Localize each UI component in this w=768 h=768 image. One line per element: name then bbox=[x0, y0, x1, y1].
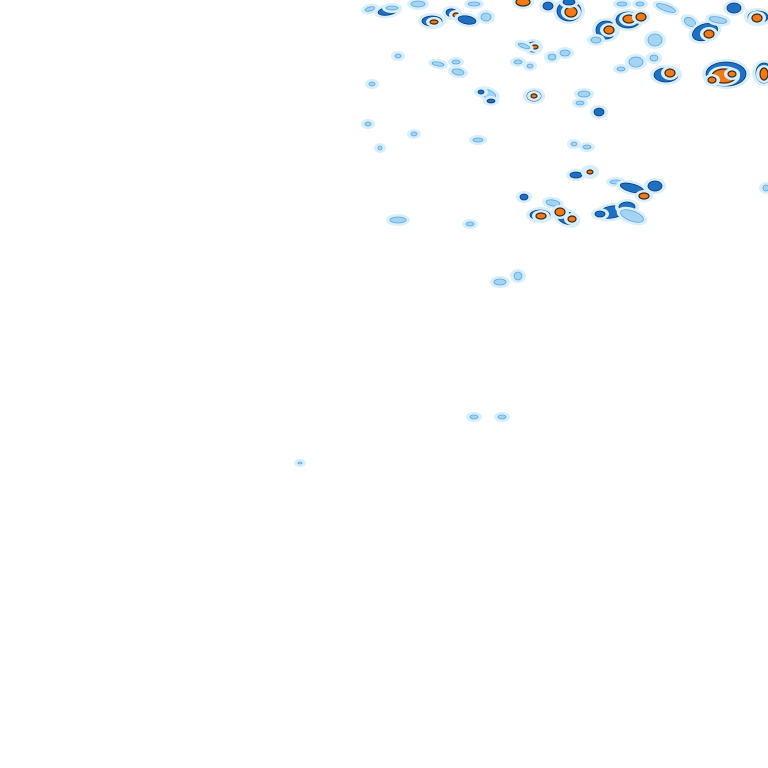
light-echo-cell bbox=[547, 53, 557, 61]
light-echo-cell bbox=[497, 414, 507, 420]
light-echo-cell bbox=[377, 145, 383, 151]
light-echo-cell bbox=[480, 12, 492, 22]
light-echo-cell bbox=[368, 81, 376, 87]
heavy-echo-cell bbox=[603, 25, 615, 35]
light-echo-cell bbox=[762, 184, 768, 192]
light-echo-cell bbox=[582, 144, 592, 150]
heavy-echo-cell bbox=[564, 6, 578, 18]
light-echo-cell bbox=[616, 66, 626, 72]
light-echo-cell bbox=[708, 16, 728, 24]
heavy-echo-cell bbox=[727, 70, 737, 78]
moderate-echo-cell bbox=[569, 171, 583, 179]
light-echo-cell bbox=[410, 131, 418, 137]
light-echo-cell bbox=[493, 278, 507, 286]
heavy-echo-cell bbox=[635, 12, 647, 22]
light-echo-cell bbox=[451, 68, 465, 76]
heavy-echo-cell bbox=[515, 0, 531, 7]
light-echo-cell bbox=[410, 0, 426, 8]
light-echo-cell bbox=[364, 121, 372, 127]
moderate-echo-cell bbox=[726, 2, 742, 14]
light-echo-cell bbox=[647, 33, 663, 47]
heavy-echo-cell bbox=[759, 67, 768, 81]
moderate-echo-cell bbox=[477, 89, 485, 95]
light-echo-cell bbox=[513, 271, 523, 281]
moderate-echo-cell bbox=[593, 107, 605, 117]
heavy-echo-cell bbox=[530, 93, 538, 99]
precipitation-echoes-layer bbox=[294, 0, 768, 467]
light-echo-cell bbox=[656, 3, 676, 13]
light-echo-cell bbox=[575, 100, 585, 106]
light-echo-cell bbox=[394, 53, 402, 59]
heavy-echo-cell bbox=[707, 76, 717, 84]
light-echo-cell bbox=[628, 56, 644, 68]
light-echo-cell bbox=[469, 414, 479, 420]
light-echo-cell bbox=[297, 461, 303, 465]
light-echo-cell bbox=[649, 54, 659, 62]
heavy-echo-cell bbox=[429, 19, 439, 25]
light-echo-cell bbox=[465, 221, 475, 227]
moderate-echo-cell bbox=[486, 98, 496, 104]
light-echo-cell bbox=[620, 209, 644, 223]
light-echo-cell bbox=[577, 90, 591, 98]
light-echo-cell bbox=[385, 5, 399, 11]
heavy-echo-cell bbox=[554, 207, 566, 217]
moderate-echo-cell bbox=[542, 1, 554, 11]
light-echo-cell bbox=[616, 1, 628, 7]
heavy-echo-cell bbox=[567, 215, 577, 223]
light-echo-cell bbox=[431, 61, 445, 67]
light-echo-cell bbox=[389, 216, 407, 224]
light-echo-cell bbox=[635, 1, 645, 7]
light-echo-cell bbox=[467, 1, 481, 7]
moderate-echo-cell bbox=[562, 0, 576, 6]
heavy-echo-cell bbox=[664, 68, 676, 78]
light-echo-cell bbox=[590, 36, 602, 44]
light-echo-cell bbox=[559, 49, 571, 57]
light-echo-cell bbox=[364, 6, 376, 12]
light-echo-cell bbox=[545, 199, 561, 207]
light-echo-cell bbox=[517, 42, 531, 50]
heavy-echo-cell bbox=[586, 169, 594, 175]
light-echo-cell bbox=[472, 137, 484, 143]
heavy-echo-cell bbox=[638, 192, 650, 200]
heavy-echo-cell bbox=[535, 212, 547, 220]
light-echo-cell bbox=[526, 63, 534, 69]
heavy-echo-cell bbox=[751, 13, 763, 23]
light-echo-cell bbox=[513, 59, 523, 65]
heavy-echo-cell bbox=[703, 29, 715, 39]
moderate-echo-cell bbox=[647, 180, 663, 192]
moderate-echo-cell bbox=[457, 15, 477, 25]
light-echo-cell bbox=[570, 141, 578, 147]
moderate-echo-cell bbox=[519, 193, 529, 201]
light-echo-cell bbox=[451, 59, 461, 65]
moderate-echo-cell bbox=[594, 210, 606, 218]
